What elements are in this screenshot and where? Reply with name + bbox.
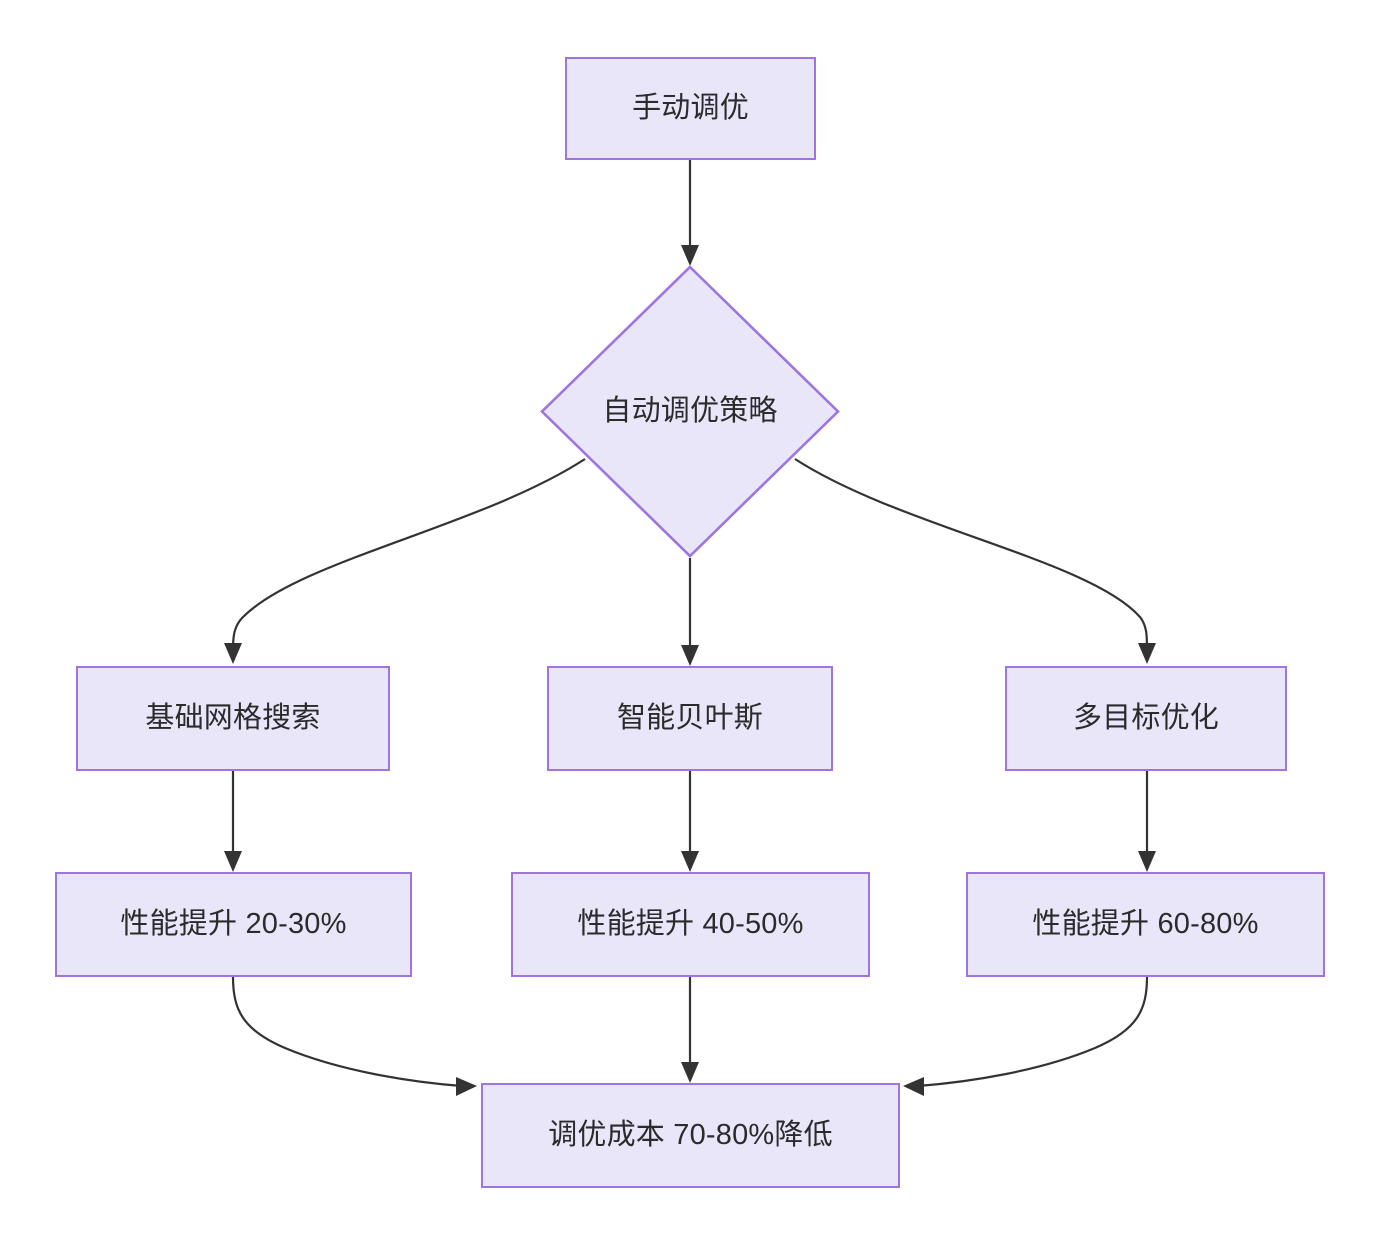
edge-manual-to-strategy [681, 160, 699, 266]
edge-strategy-to-multiobj [794, 458, 1156, 664]
node-label: 调优成本 70-80%降低 [548, 1119, 833, 1152]
node-label: 性能提升 60-80% [1032, 908, 1259, 941]
node-label: 自动调优策略 [602, 395, 778, 428]
node-basic-grid-search[interactable]: 基础网格搜索 [76, 666, 390, 771]
edge-gain-mid-to-cost [681, 977, 699, 1083]
node-manual-tuning[interactable]: 手动调优 [565, 57, 816, 160]
node-tuning-cost-reduction[interactable]: 调优成本 70-80%降低 [481, 1083, 900, 1188]
node-auto-tuning-strategy[interactable]: 自动调优策略 [540, 265, 840, 558]
edge-strategy-to-grid [224, 458, 586, 664]
edge-bayes-to-gain-mid [681, 771, 699, 872]
edge-gain-low-to-cost [231, 976, 477, 1096]
node-label: 手动调优 [632, 92, 749, 125]
node-label: 基础网格搜索 [145, 702, 321, 735]
node-label: 多目标优化 [1072, 702, 1219, 735]
node-multi-objective-optimization[interactable]: 多目标优化 [1005, 666, 1287, 771]
edge-multiobj-to-gain-high [1138, 771, 1156, 872]
edge-grid-to-gain-low [224, 771, 242, 872]
node-performance-gain-high[interactable]: 性能提升 60-80% [966, 872, 1325, 977]
node-label: 性能提升 40-50% [577, 908, 804, 941]
diamond-shape [540, 265, 840, 558]
node-intelligent-bayesian[interactable]: 智能贝叶斯 [547, 666, 833, 771]
edge-gain-high-to-cost [903, 976, 1149, 1096]
node-label: 智能贝叶斯 [616, 702, 763, 735]
edge-strategy-to-bayes [681, 558, 699, 666]
node-performance-gain-mid[interactable]: 性能提升 40-50% [511, 872, 870, 977]
node-performance-gain-low[interactable]: 性能提升 20-30% [55, 872, 412, 977]
node-label: 性能提升 20-30% [120, 908, 347, 941]
